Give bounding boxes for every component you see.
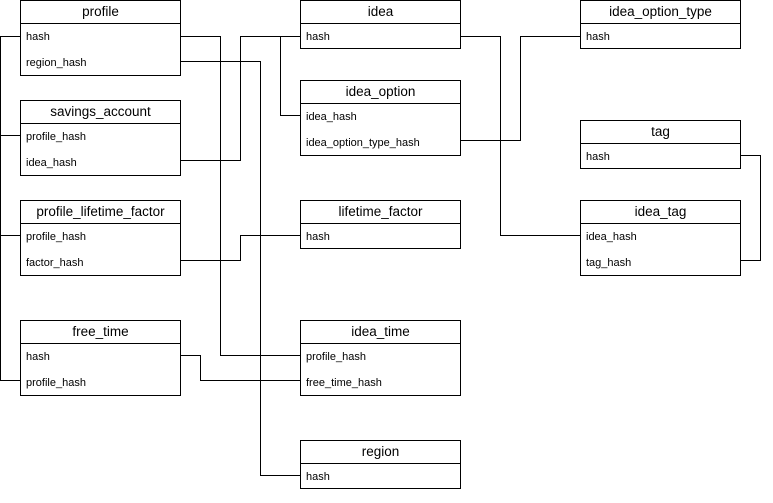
- link-profile-lifetime-factor-to-lifetime-factor: [180, 235, 301, 261]
- table-idea-option-type[interactable]: idea_option_type hash: [580, 0, 741, 49]
- table-title: idea: [301, 1, 460, 24]
- table-lifetime-factor[interactable]: lifetime_factor hash: [300, 200, 461, 249]
- link-savings-account-to-idea: [180, 36, 301, 161]
- table-idea-option[interactable]: idea_option idea_hash idea_option_type_h…: [300, 80, 461, 156]
- field-hash: hash: [306, 231, 330, 243]
- field-hash: hash: [586, 151, 610, 163]
- link-free-time-to-idea-time: [180, 355, 301, 381]
- table-title: profile: [21, 1, 180, 24]
- table-title: free_time: [21, 321, 180, 344]
- table-title: savings_account: [21, 101, 180, 124]
- link-idea-option-to-idea-option-type: [460, 36, 581, 141]
- field-free-time-hash: free_time_hash: [306, 377, 382, 389]
- field-idea-hash: idea_hash: [306, 111, 357, 123]
- table-title: idea_tag: [581, 201, 740, 224]
- table-title: idea_time: [301, 321, 460, 344]
- field-profile-hash: profile_hash: [26, 231, 86, 243]
- field-hash: hash: [306, 471, 330, 483]
- table-region[interactable]: region hash: [300, 440, 461, 489]
- table-profile[interactable]: profile hash region_hash: [20, 0, 181, 76]
- field-hash: hash: [306, 31, 330, 43]
- field-idea-hash: idea_hash: [26, 157, 77, 169]
- link-idea-to-idea-tag: [460, 36, 581, 236]
- field-tag-hash: tag_hash: [586, 257, 632, 269]
- table-free-time[interactable]: free_time hash profile_hash: [20, 320, 181, 396]
- table-title: idea_option_type: [581, 1, 740, 24]
- link-profile-hash-bus: [0, 36, 21, 381]
- link-tag-to-idea-tag: [740, 155, 761, 261]
- field-profile-hash: profile_hash: [26, 377, 86, 389]
- field-hash: hash: [26, 351, 50, 363]
- table-tag[interactable]: tag hash: [580, 120, 741, 169]
- table-idea-time[interactable]: idea_time profile_hash free_time_hash: [300, 320, 461, 396]
- field-factor-hash: factor_hash: [26, 257, 84, 269]
- field-profile-hash: profile_hash: [26, 131, 86, 143]
- table-title: region: [301, 441, 460, 464]
- field-region-hash: region_hash: [26, 57, 87, 69]
- table-title: profile_lifetime_factor: [21, 201, 180, 224]
- field-idea-hash: idea_hash: [586, 231, 637, 243]
- table-profile-lifetime-factor[interactable]: profile_lifetime_factor profile_hash fac…: [20, 200, 181, 276]
- link-idea-to-idea-option: [280, 36, 301, 116]
- field-hash: hash: [26, 31, 50, 43]
- field-hash: hash: [586, 31, 610, 43]
- field-idea-option-type-hash: idea_option_type_hash: [306, 137, 420, 149]
- table-idea[interactable]: idea hash: [300, 0, 461, 49]
- table-idea-tag[interactable]: idea_tag idea_hash tag_hash: [580, 200, 741, 276]
- table-title: tag: [581, 121, 740, 144]
- field-profile-hash: profile_hash: [306, 351, 366, 363]
- table-title: lifetime_factor: [301, 201, 460, 224]
- link-profile-to-region: [180, 61, 301, 476]
- table-title: idea_option: [301, 81, 460, 104]
- table-savings-account[interactable]: savings_account profile_hash idea_hash: [20, 100, 181, 176]
